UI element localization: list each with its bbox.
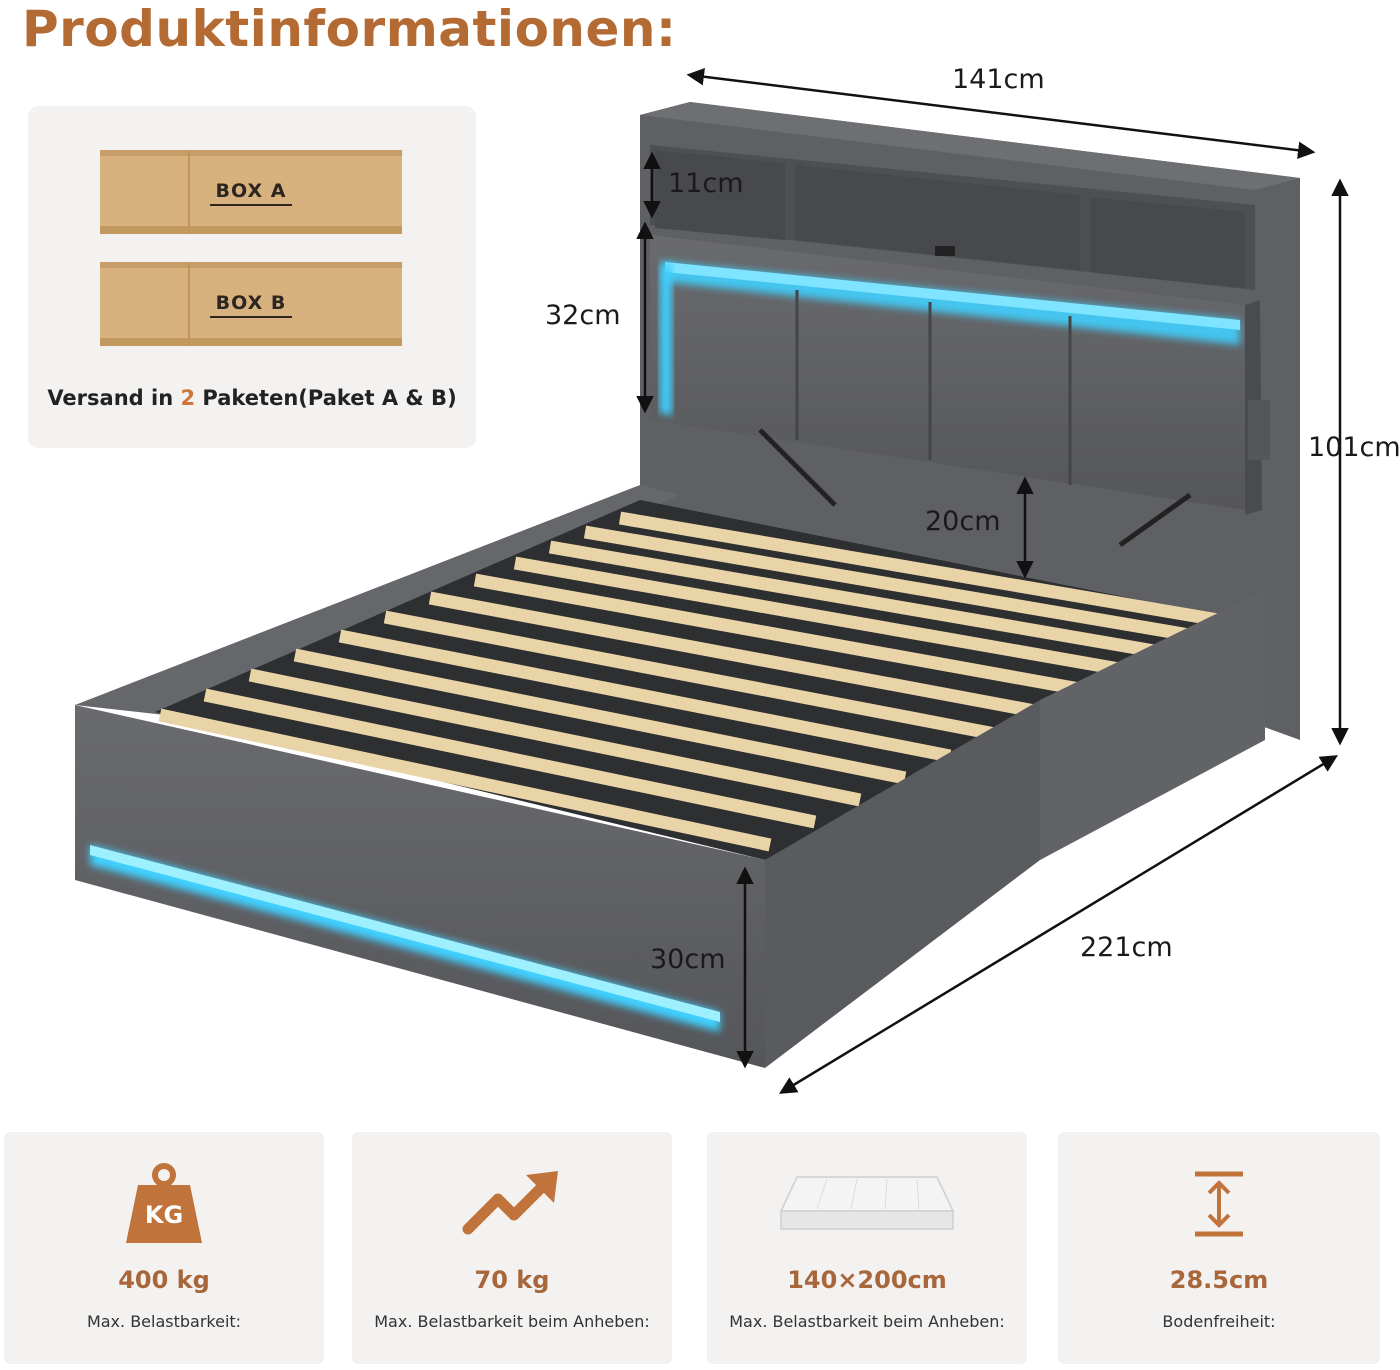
dim-total-height: 101cm — [1308, 432, 1400, 463]
bed-illustration — [75, 68, 1349, 1094]
spec-label: Max. Belastbarkeit beim Anheben: — [729, 1312, 1005, 1331]
headboard — [640, 102, 1300, 740]
package-info-card: BOX A BOX B Versand in 2 Paketen(Paket A… — [28, 106, 476, 448]
cardboard-box-icon — [100, 150, 402, 234]
spec-value: 28.5cm — [1169, 1266, 1269, 1294]
box-b: BOX B — [100, 262, 402, 346]
spec-label: Bodenfreiheit: — [1162, 1312, 1276, 1331]
page-title: Produktinformationen: — [22, 0, 677, 58]
shipping-text: Versand in 2 Paketen(Paket A & B) — [47, 386, 457, 410]
spec-card-mattress-size: 140×200cm Max. Belastbarkeit beim Anhebe… — [707, 1132, 1027, 1364]
dim-headboard-height: 32cm — [545, 300, 621, 331]
spec-card-lift-load: 70 kg Max. Belastbarkeit beim Anheben: — [352, 1132, 672, 1364]
cardboard-box-icon — [100, 262, 402, 346]
dim-length: 221cm — [1080, 932, 1173, 963]
height-clearance-icon — [1195, 1171, 1243, 1237]
spec-value: 140×200cm — [787, 1266, 947, 1294]
spec-card-max-load: KG 400 kg Max. Belastbarkeit: — [4, 1132, 324, 1364]
spec-value: 70 kg — [474, 1266, 550, 1294]
package-count: 2 — [180, 386, 196, 410]
spec-label: Max. Belastbarkeit: — [86, 1312, 242, 1331]
trend-up-arrow-icon — [462, 1171, 558, 1235]
box-a: BOX A — [100, 150, 402, 234]
mattress-icon — [779, 1176, 955, 1230]
dim-frame-height: 30cm — [650, 944, 726, 975]
box-a-label: BOX A — [209, 180, 293, 206]
dim-lift-height: 20cm — [925, 506, 1001, 537]
box-b-label: BOX B — [209, 292, 293, 318]
dim-shelf-height: 11cm — [668, 168, 744, 199]
dim-width: 141cm — [952, 64, 1045, 95]
svg-text:KG: KG — [145, 1201, 183, 1229]
weight-kg-icon: KG — [126, 1163, 202, 1243]
spec-label: Max. Belastbarkeit beim Anheben: — [374, 1312, 650, 1331]
usb-port-icon — [935, 246, 955, 256]
spec-card-ground-clearance: 28.5cm Bodenfreiheit: — [1058, 1132, 1380, 1364]
spec-value: 400 kg — [118, 1266, 210, 1294]
